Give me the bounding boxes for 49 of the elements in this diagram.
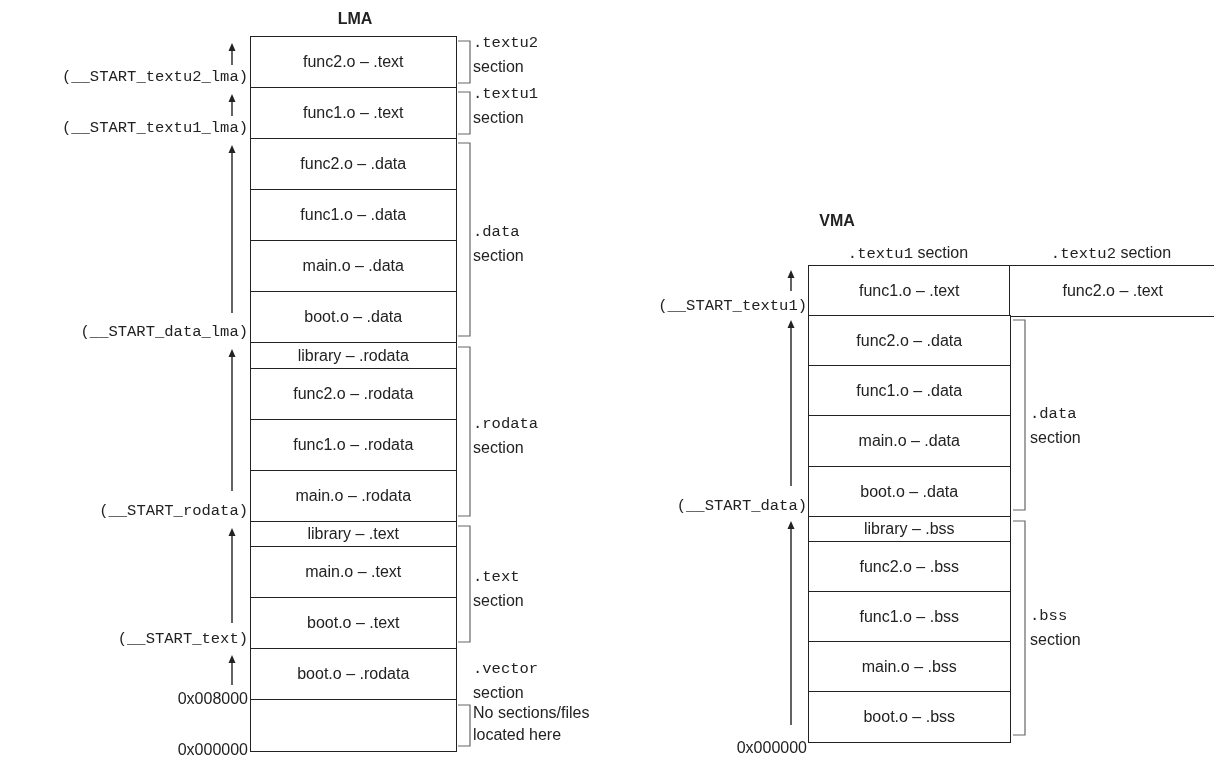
memory-block: main.o – .rodata bbox=[250, 470, 457, 523]
address-symbol: (__START_rodata) bbox=[99, 500, 248, 522]
memory-block: library – .text bbox=[250, 521, 457, 548]
memory-block: main.o – .text bbox=[250, 546, 457, 599]
address-value: 0x000000 bbox=[736, 737, 807, 758]
memory-block: func2.o – .text bbox=[250, 36, 457, 89]
memory-block: func1.o – .bss bbox=[808, 591, 1011, 643]
memory-block: func2.o – .data bbox=[808, 315, 1011, 367]
memory-block: func1.o – .data bbox=[250, 189, 457, 242]
memory-block: func2.o – .rodata bbox=[250, 368, 457, 421]
section-label: .data section bbox=[473, 222, 524, 266]
memory-block: main.o – .data bbox=[808, 415, 1011, 468]
section-label: .bss section bbox=[1030, 606, 1081, 650]
section-label: .vector section bbox=[473, 659, 539, 703]
panel-title: VMA bbox=[819, 210, 855, 231]
address-symbol: (__START_textu1_lma) bbox=[61, 117, 248, 139]
memory-block: main.o – .data bbox=[250, 240, 457, 293]
memory-block: func1.o – .data bbox=[808, 365, 1011, 417]
address-symbol: (__START_textu1) bbox=[658, 295, 807, 317]
memory-block: main.o – .bss bbox=[808, 641, 1011, 693]
memory-block: func1.o – .text bbox=[250, 87, 457, 140]
address-value: 0x000000 bbox=[177, 739, 248, 759]
address-symbol: (__START_data_lma) bbox=[80, 321, 248, 343]
section-label: .data section bbox=[1030, 404, 1081, 448]
empty-memory-block bbox=[250, 699, 457, 752]
column-header: .textu1 section bbox=[847, 242, 969, 265]
memory-block: boot.o – .data bbox=[808, 466, 1011, 518]
memory-block: library – .bss bbox=[808, 516, 1011, 543]
memory-block: boot.o – .text bbox=[250, 597, 457, 650]
memory-block: func1.o – .rodata bbox=[250, 419, 457, 472]
address-symbol: (__START_textu2_lma) bbox=[61, 66, 248, 88]
memory-block: library – .rodata bbox=[250, 342, 457, 370]
memory-block: func1.o – .text bbox=[808, 265, 1011, 317]
section-label: .textu2 section bbox=[473, 33, 539, 77]
section-label: .text section bbox=[473, 567, 524, 611]
column-header: .textu2 section bbox=[1050, 242, 1172, 265]
address-symbol: (__START_text) bbox=[117, 628, 248, 650]
memory-block: boot.o – .rodata bbox=[250, 648, 457, 701]
memory-block: func2.o – .data bbox=[250, 138, 457, 191]
section-label: .rodata section bbox=[473, 414, 539, 458]
section-label: .textu1 section bbox=[473, 84, 539, 128]
panel-title: LMA bbox=[337, 8, 373, 29]
memory-block: func2.o – .bss bbox=[808, 541, 1011, 593]
address-symbol: (__START_data) bbox=[676, 495, 807, 517]
address-value: 0x008000 bbox=[177, 688, 248, 709]
memory-block: boot.o – .bss bbox=[808, 691, 1011, 743]
memory-block: boot.o – .data bbox=[250, 291, 457, 344]
memory-block: func2.o – .text bbox=[1009, 265, 1214, 317]
note-text: No sections/files located here bbox=[473, 703, 591, 745]
